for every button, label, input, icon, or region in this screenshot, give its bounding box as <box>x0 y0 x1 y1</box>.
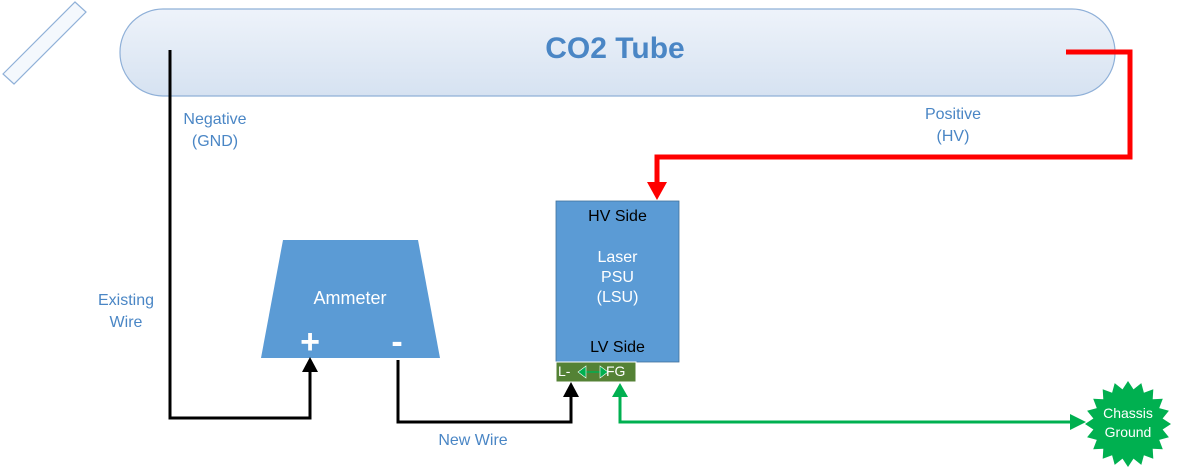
psu-name-line2: PSU <box>601 269 634 286</box>
psu-lv-side-label: LV Side <box>590 339 645 356</box>
positive-label: Positive (HV) <box>903 104 1003 148</box>
psu-name: Laser PSU (LSU) <box>556 248 679 308</box>
psu-name-line1: Laser <box>597 249 638 266</box>
ammeter-minus-terminal: - <box>391 323 403 361</box>
psu-name-line3: (LSU) <box>596 289 639 306</box>
ammeter-box <box>261 240 440 358</box>
existing-wire <box>168 50 318 420</box>
chassis-ground-label-line2: Ground <box>1104 424 1152 440</box>
ammeter-title: Ammeter <box>313 288 387 308</box>
laser-psu-box <box>555 200 680 363</box>
existing-wire-label: Existing Wire <box>76 290 176 334</box>
mirror-icon <box>2 1 87 85</box>
positive-label-line1: Positive <box>924 106 982 123</box>
ammeter-plus-terminal: + <box>300 323 320 361</box>
negative-label-line2: (GND) <box>191 133 239 150</box>
psu-hv-side-label: HV Side <box>588 208 647 225</box>
existing-wire-label-line1: Existing <box>97 292 155 309</box>
chassis-ground-label-line1: Chassis <box>1103 405 1153 421</box>
chassis-ground-starburst <box>1085 381 1171 467</box>
new-wire <box>396 360 579 424</box>
tube-title: CO2 Tube <box>545 32 685 65</box>
hv-wire <box>647 49 1133 200</box>
new-wire-label: New Wire <box>438 432 508 449</box>
ground-wire <box>612 383 1086 430</box>
positive-label-line2: (HV) <box>936 128 970 145</box>
negative-label: Negative (GND) <box>165 109 265 153</box>
existing-wire-label-line2: Wire <box>109 314 143 331</box>
terminal-bridge-arrow-icon <box>577 365 609 379</box>
chassis-ground-label: Chassis Ground <box>1088 404 1168 442</box>
negative-label-line1: Negative <box>183 111 247 128</box>
terminal-fg-label: FG <box>606 363 626 379</box>
terminal-l-minus-label: L- <box>558 363 571 379</box>
